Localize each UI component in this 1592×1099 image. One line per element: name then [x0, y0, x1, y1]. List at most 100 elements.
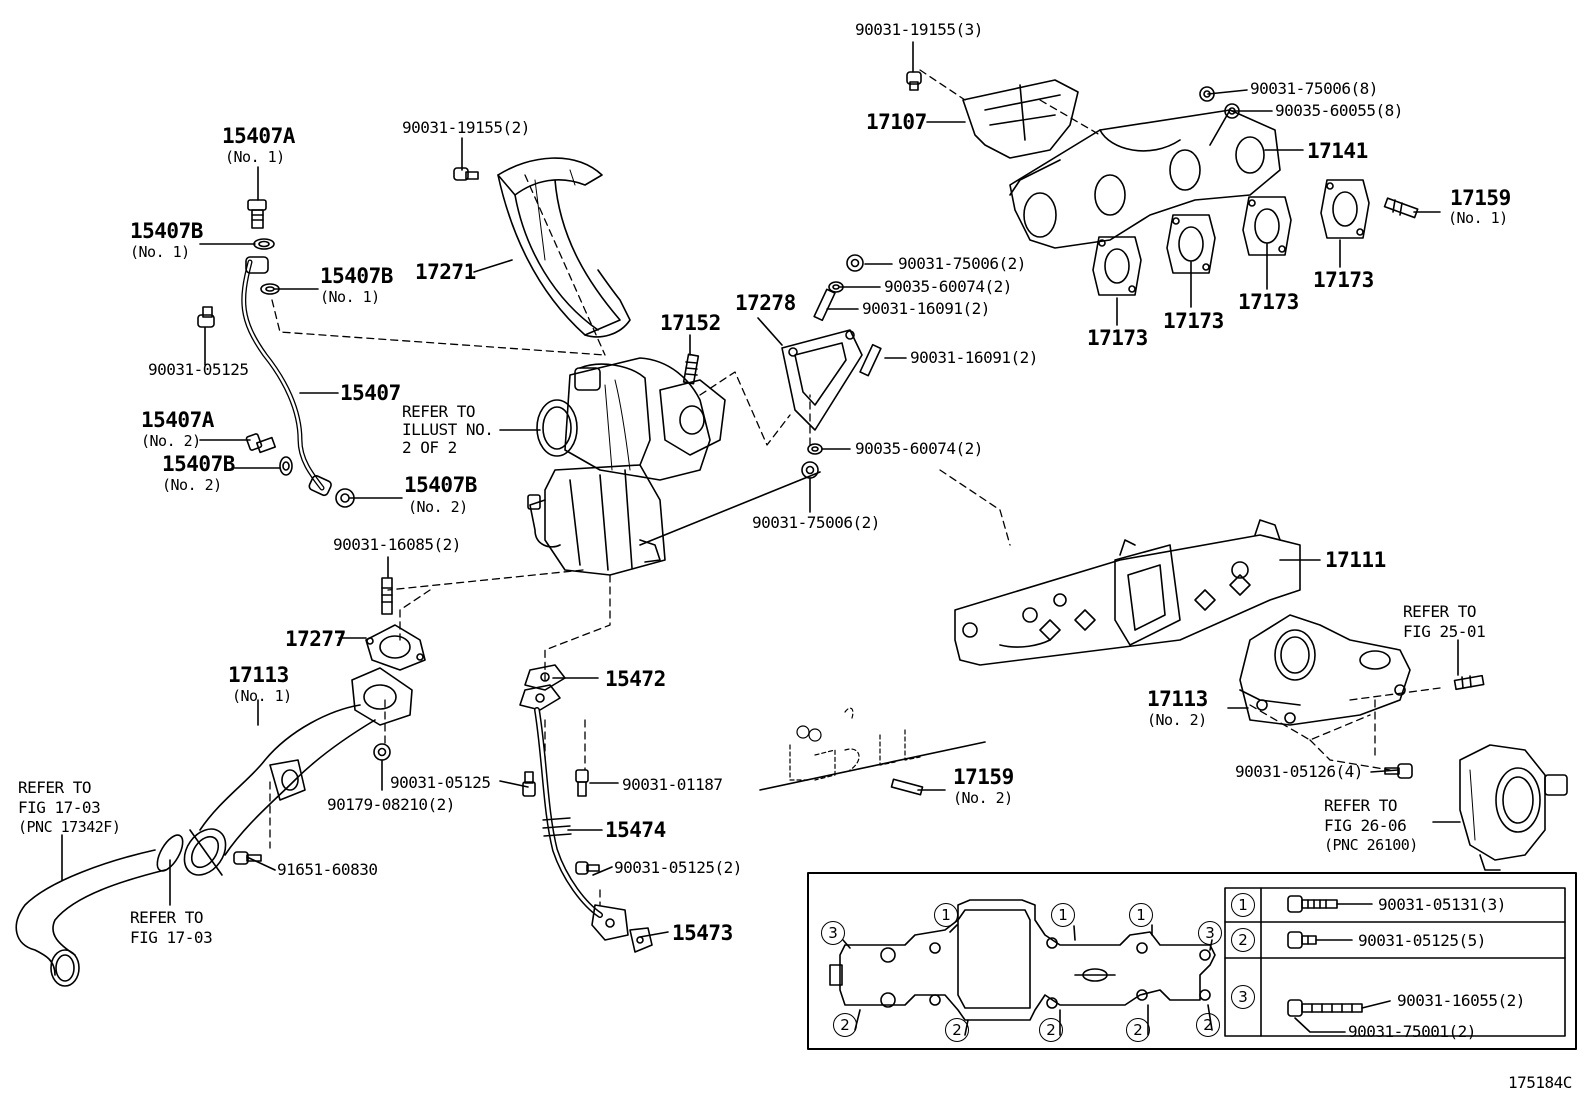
- label-17107: 17107: [866, 110, 927, 134]
- refer-17-03b-line2: FIG 17-03: [130, 928, 213, 947]
- label-15407: 15407: [340, 381, 401, 405]
- label-90031-19155-3: 90031-19155(3): [855, 20, 983, 39]
- legend-part-1: 90031-05131(3): [1378, 895, 1506, 914]
- egr-gasket-17277: [365, 624, 426, 671]
- label-17278: 17278: [735, 291, 796, 315]
- label-15407B-no1-b-sub: (No. 1): [320, 288, 380, 306]
- label-17173-a: 17173: [1087, 326, 1148, 350]
- refer-26-06-line2: FIG 26-06: [1324, 816, 1407, 835]
- refer-illust-line2: ILLUST NO.: [402, 420, 494, 439]
- label-17111: 17111: [1325, 548, 1386, 572]
- marker-3-left-top: 3: [821, 921, 845, 945]
- bolt-pattern-panel: [807, 872, 1577, 1050]
- exhaust-gaskets-17173: [1092, 179, 1370, 296]
- marker-2-c: 2: [1039, 1018, 1063, 1042]
- bolt-90031-05126: [1384, 763, 1413, 779]
- label-17141: 17141: [1307, 139, 1368, 163]
- hose-clamp: [156, 834, 184, 872]
- legend-key-1: 1: [1231, 893, 1255, 917]
- label-15407B-no2-a-sub: (No. 2): [162, 476, 222, 494]
- leader-lines: [61, 41, 1461, 938]
- label-17271: 17271: [415, 260, 476, 284]
- label-15407A-no2: 15407A: [141, 408, 214, 432]
- label-90031-75006-2-b: 90031-75006(2): [752, 513, 880, 532]
- label-90031-16091-2-a: 90031-16091(2): [862, 299, 990, 318]
- label-90031-05125-2: 90031-05125(2): [614, 858, 742, 877]
- oil-drain-pipe-assembly: [519, 664, 653, 953]
- marker-1-a: 1: [934, 903, 958, 927]
- label-90031-01187: 90031-01187: [622, 775, 723, 794]
- turbo-gasket-17278: [781, 254, 882, 479]
- label-17159-no1-sub: (No. 1): [1448, 209, 1508, 227]
- legend-part-3a: 90031-16055(2): [1397, 991, 1525, 1010]
- label-90035-60055-8: 90035-60055(8): [1275, 101, 1403, 120]
- label-17159-no2-sub: (No. 2): [953, 789, 1013, 807]
- clip-91651-60830: [233, 851, 262, 865]
- intake-pipe-17113-no1: [183, 667, 413, 876]
- stud-17152: [682, 353, 700, 385]
- label-90031-05125-b: 90031-05125: [390, 773, 491, 792]
- refer-26-06-line3: (PNC 26100): [1324, 836, 1418, 854]
- turbocharger: [527, 357, 726, 576]
- label-90179-08210-2: 90179-08210(2): [327, 795, 455, 814]
- intake-manifold-17111: [954, 519, 1301, 666]
- label-17159-no1: 17159: [1450, 186, 1511, 210]
- oil-feed-pipe-assembly: [197, 199, 355, 508]
- label-90035-60074-2-a: 90035-60074(2): [884, 277, 1012, 296]
- label-90031-75006-8: 90031-75006(8): [1250, 79, 1378, 98]
- label-90031-05125-a: 90031-05125: [148, 360, 249, 379]
- legend-part-3b: 90031-75001(2): [1348, 1022, 1476, 1041]
- label-17173-c: 17173: [1238, 290, 1299, 314]
- label-15407B-no2-b-sub: (No. 2): [408, 498, 468, 516]
- refer-17-03b-line1: REFER TO: [130, 908, 204, 927]
- refer-25-01-line1: REFER TO: [1403, 602, 1477, 621]
- exhaust-manifold-17141: [1009, 86, 1281, 249]
- refer-17-03a-line3: (PNC 17342F): [18, 818, 121, 836]
- refer-illust-line3: 2 OF 2: [402, 438, 457, 457]
- label-15407B-no2-b: 15407B: [404, 473, 477, 497]
- label-17113-no2-sub: (No. 2): [1147, 711, 1207, 729]
- refer-17-03a-line1: REFER TO: [18, 778, 92, 797]
- label-15407B-no1-a-sub: (No. 1): [130, 243, 190, 261]
- marker-2-d: 2: [1126, 1018, 1150, 1042]
- stud-fig-25-01: [1453, 674, 1485, 691]
- label-17152: 17152: [660, 311, 721, 335]
- throttle-body: [1459, 744, 1568, 871]
- engine-block-edge: [759, 741, 986, 791]
- alignment-lines: [269, 69, 1441, 906]
- legend-key-3: 3: [1231, 985, 1255, 1009]
- refer-17-03a-line2: FIG 17-03: [18, 798, 101, 817]
- illustration-code: 175184C: [1508, 1073, 1572, 1092]
- air-hose: [15, 849, 166, 987]
- label-17113-no1: 17113: [228, 663, 289, 687]
- label-15407A-no1: 15407A: [222, 124, 295, 148]
- refer-illust-line1: REFER TO: [402, 402, 476, 421]
- marker-2-b: 2: [945, 1018, 969, 1042]
- legend-part-2: 90031-05125(5): [1358, 931, 1486, 950]
- label-15407B-no1-b: 15407B: [320, 264, 393, 288]
- label-17113-no1-sub: (No. 1): [232, 687, 292, 705]
- label-15407B-no1-a: 15407B: [130, 219, 203, 243]
- label-17173-b: 17173: [1163, 309, 1224, 333]
- label-15472: 15472: [605, 667, 666, 691]
- stud-17159-no1: [1383, 197, 1419, 219]
- label-15407A-no1-sub: (No. 1): [225, 148, 285, 166]
- label-91651-60830: 91651-60830: [277, 860, 378, 879]
- label-90031-16085-2: 90031-16085(2): [333, 535, 461, 554]
- marker-1-b: 1: [1051, 903, 1075, 927]
- label-17113-no2: 17113: [1147, 687, 1208, 711]
- exhaust-manifold-insulator-17107: [906, 71, 1079, 159]
- label-15407A-no2-sub: (No. 2): [141, 432, 201, 450]
- marker-3-right-top: 3: [1198, 921, 1222, 945]
- label-17173-d: 17173: [1313, 268, 1374, 292]
- stud-90031-16085: [381, 577, 393, 615]
- label-90031-19155-2: 90031-19155(2): [402, 118, 530, 137]
- label-15473: 15473: [672, 921, 733, 945]
- label-90031-05126-4: 90031-05126(4): [1235, 762, 1363, 781]
- marker-2-e: 2: [1196, 1013, 1220, 1037]
- refer-25-01-line2: FIG 25-01: [1403, 622, 1486, 641]
- label-17159-no2: 17159: [953, 765, 1014, 789]
- marker-2-a: 2: [833, 1013, 857, 1037]
